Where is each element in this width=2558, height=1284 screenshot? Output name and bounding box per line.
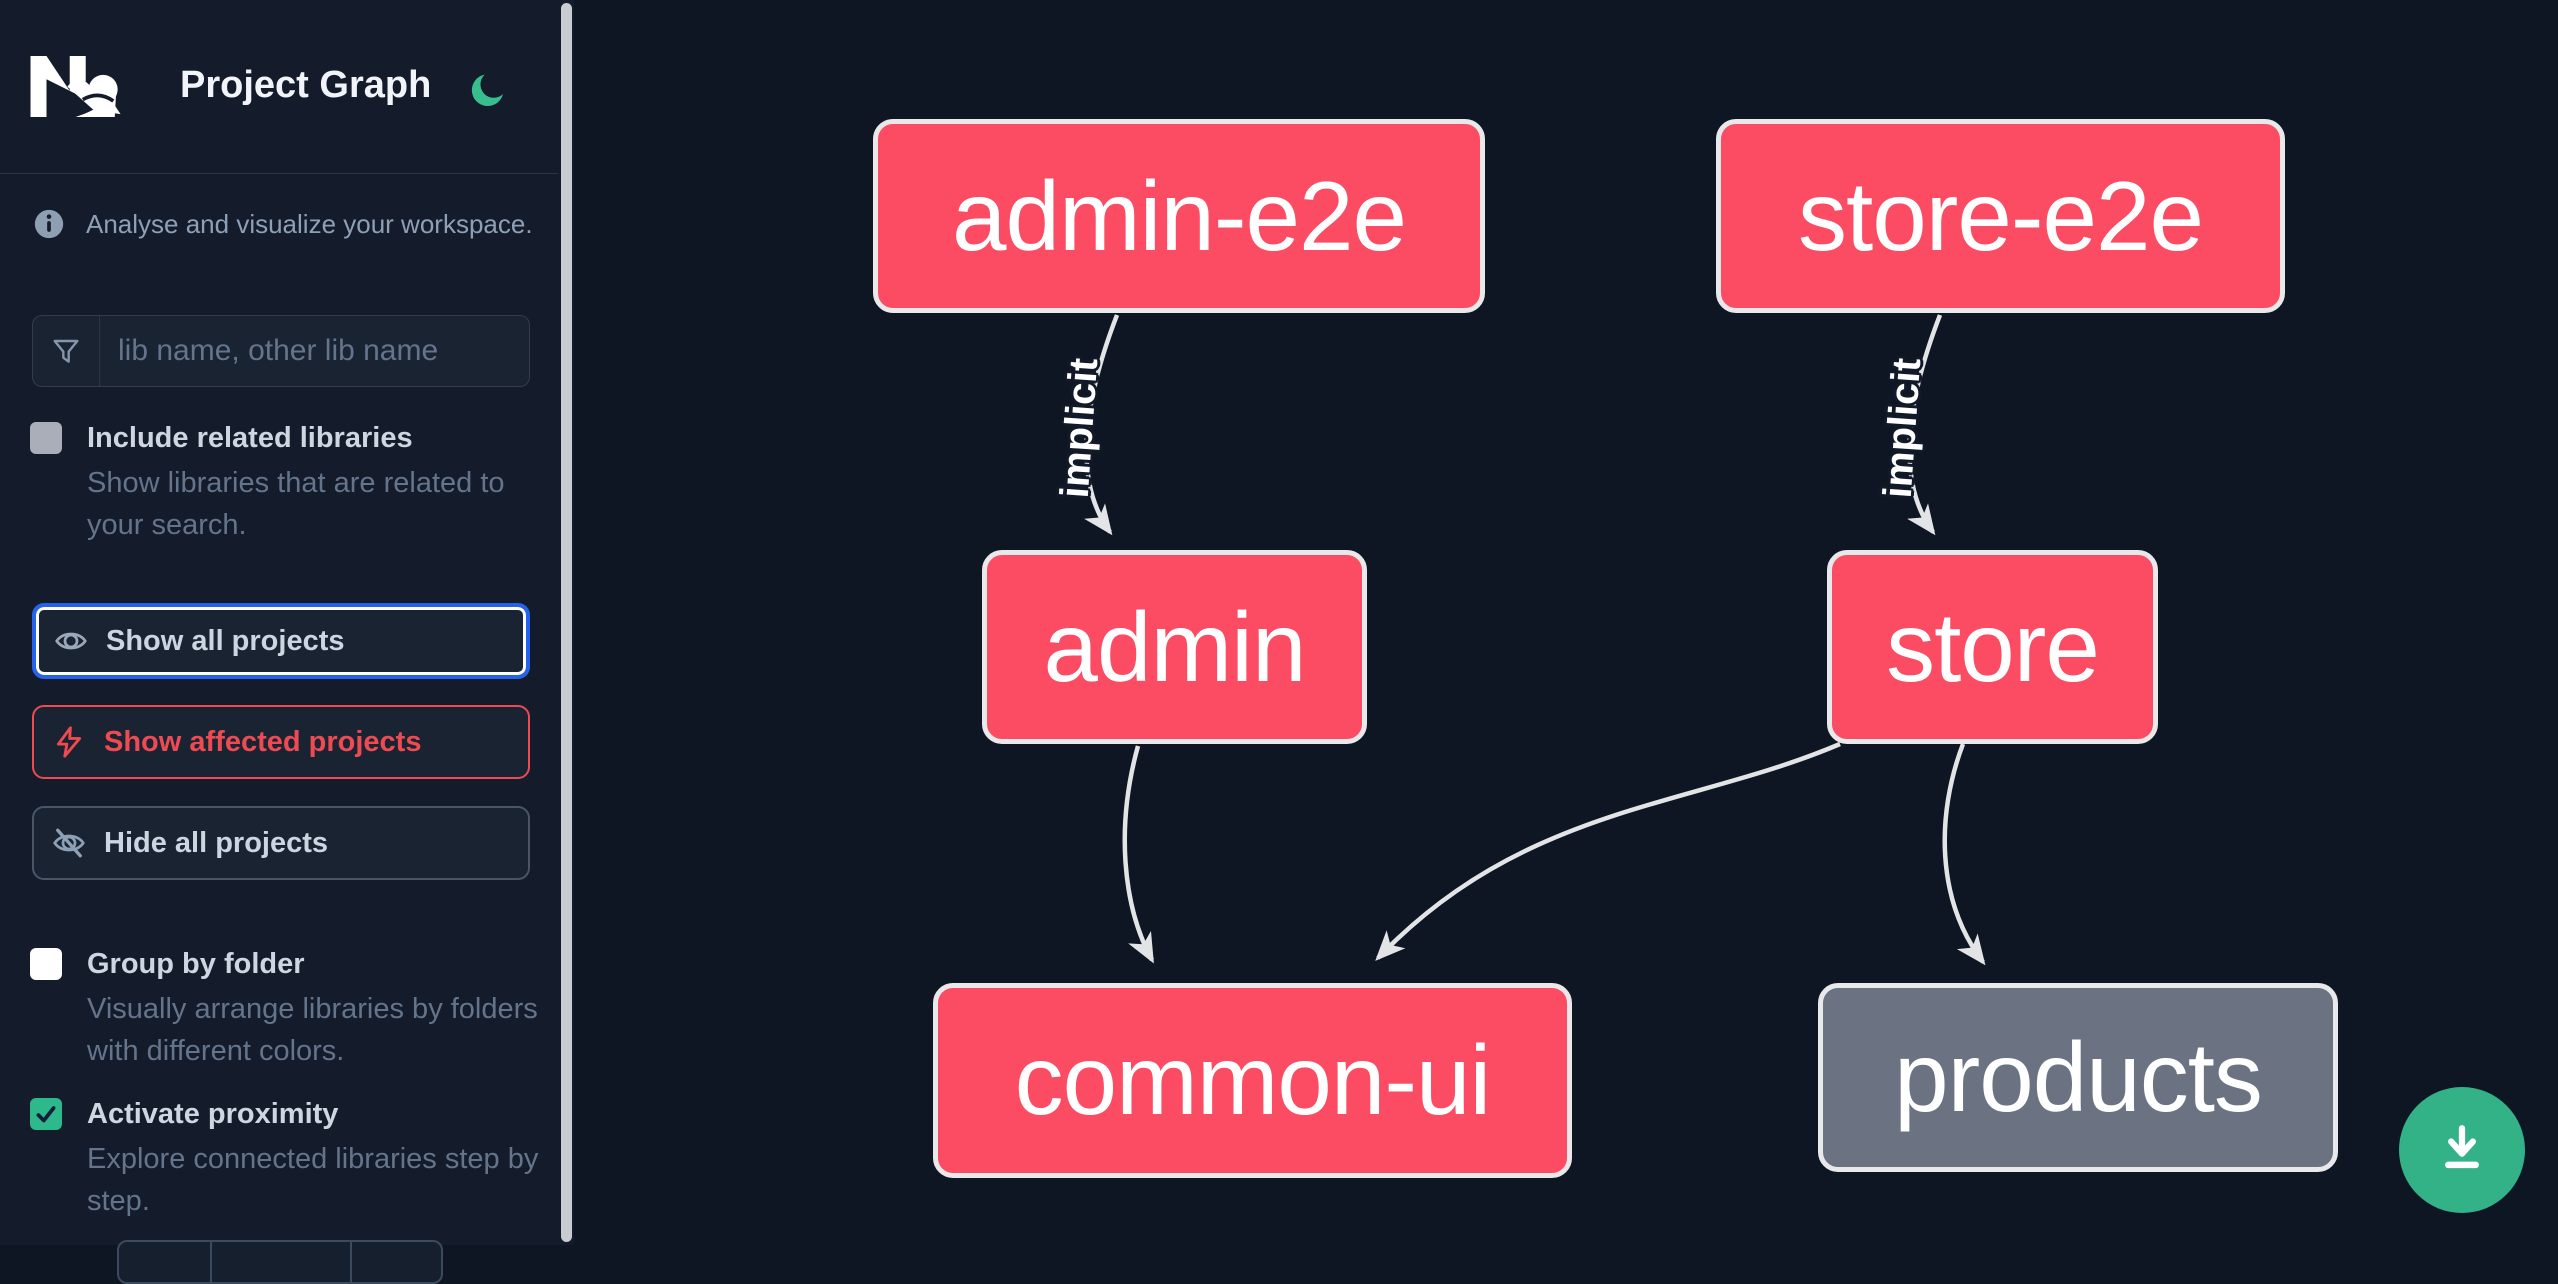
graph-node-admin-e2e[interactable]: admin-e2e — [873, 119, 1485, 313]
project-filter — [32, 315, 530, 387]
include-related-checkbox[interactable] — [30, 422, 62, 454]
button-label: Hide all projects — [104, 826, 329, 859]
show-affected-projects-button[interactable]: Show affected projects — [32, 705, 530, 779]
option-group-by-folder: Group by folder Visually arrange librari… — [30, 946, 557, 1072]
graph-edges-layer — [1084, 314, 1986, 966]
app-title: Project Graph — [180, 64, 432, 106]
header-divider — [0, 173, 558, 174]
stepper-decrement[interactable] — [119, 1242, 212, 1282]
show-all-projects-button[interactable]: Show all projects — [32, 603, 530, 679]
sidebar: Project Graph Analyse and visualize your… — [0, 0, 574, 1284]
tagline-text: Analyse and visualize your workspace. — [86, 209, 533, 239]
button-label: Show affected projects — [104, 725, 422, 758]
activate-proximity-checkbox[interactable] — [30, 1098, 62, 1130]
option-label: Activate proximity — [87, 1098, 339, 1130]
graph-node-products[interactable]: products — [1818, 983, 2338, 1172]
eye-icon — [36, 623, 106, 659]
eye-off-icon — [34, 825, 104, 861]
workspace-tagline: Analyse and visualize your workspace. — [32, 204, 533, 244]
option-description: Visually arrange libraries by folders wi… — [87, 993, 538, 1067]
graph-node-store-e2e[interactable]: store-e2e — [1716, 119, 2285, 313]
edge-store-to-products[interactable] — [1942, 743, 1986, 966]
button-label: Show all projects — [106, 624, 345, 657]
check-icon — [36, 1106, 56, 1123]
nx-logo — [30, 56, 121, 117]
filter-input[interactable] — [100, 334, 529, 368]
info-icon — [34, 209, 64, 239]
option-label: Group by folder — [87, 948, 305, 980]
download-graph-button[interactable] — [2399, 1087, 2525, 1213]
edge-store-to-common-ui[interactable] — [1375, 741, 1841, 961]
graph-node-admin[interactable]: admin — [982, 550, 1367, 744]
edge-admin-e2e-to-admin[interactable] — [1084, 314, 1120, 536]
stepper-increment[interactable] — [352, 1242, 441, 1282]
option-description: Show libraries that are related to your … — [87, 467, 505, 541]
group-by-folder-checkbox[interactable] — [30, 948, 62, 980]
option-label: Include related libraries — [87, 422, 413, 454]
option-include-related-libraries: Include related libraries Show libraries… — [30, 420, 557, 546]
hide-all-projects-button[interactable]: Hide all projects — [32, 806, 530, 880]
proximity-depth-stepper — [117, 1240, 443, 1284]
option-activate-proximity: Activate proximity Explore connected lib… — [30, 1096, 557, 1222]
graph-node-store[interactable]: store — [1827, 550, 2158, 744]
theme-toggle-button[interactable] — [468, 70, 508, 110]
download-icon — [2445, 1125, 2479, 1169]
stepper-value — [212, 1242, 352, 1282]
sidebar-scrollbar[interactable] — [561, 3, 572, 1242]
option-description: Explore connected libraries step by step… — [87, 1143, 539, 1217]
funnel-icon — [33, 316, 100, 386]
moon-icon — [471, 74, 503, 107]
edge-admin-to-common-ui[interactable] — [1122, 745, 1154, 964]
bolt-icon — [34, 725, 104, 759]
edge-store-e2e-to-store[interactable] — [1907, 314, 1943, 536]
graph-node-common-ui[interactable]: common-ui — [933, 983, 1572, 1178]
